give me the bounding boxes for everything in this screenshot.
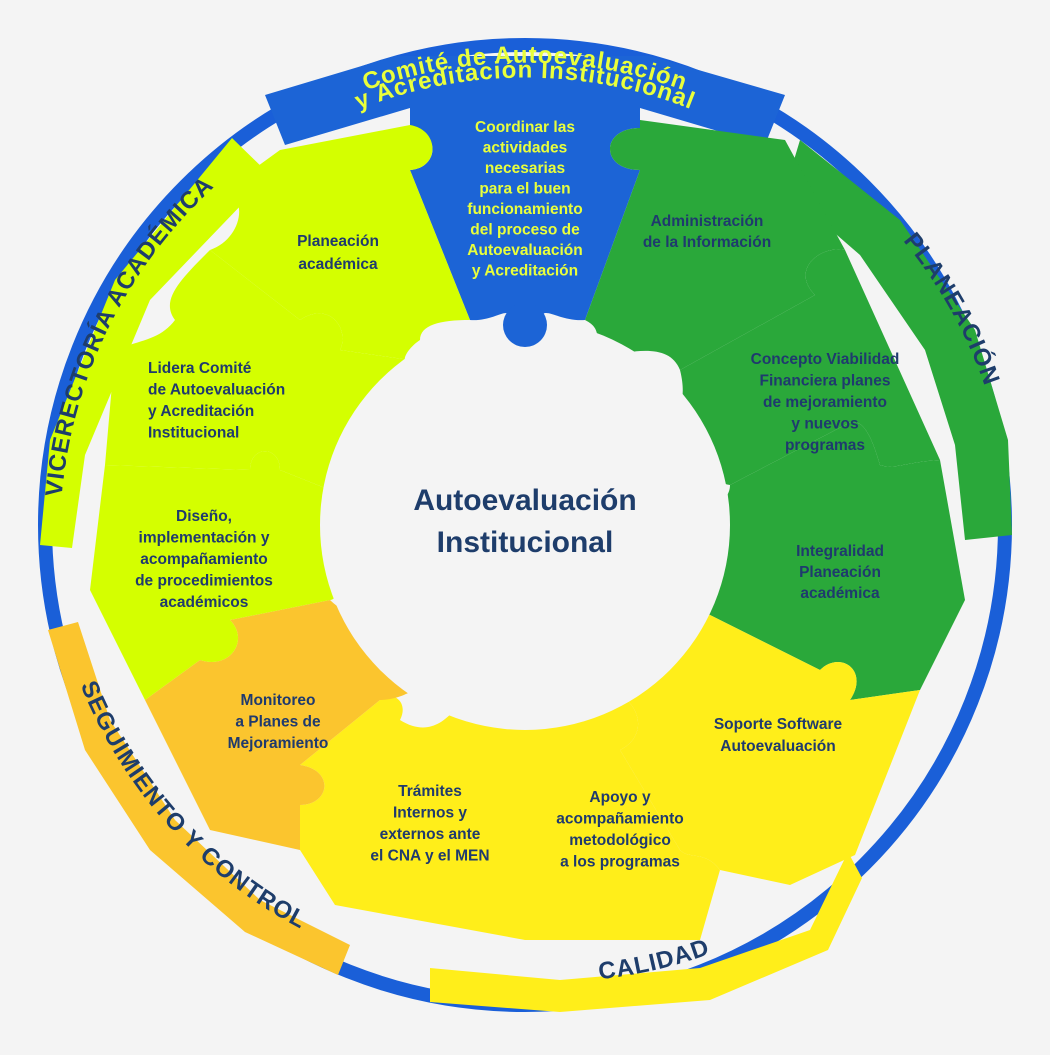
lidera-label-line: de Autoevaluación: [148, 382, 285, 399]
apoyo-label-line: acompañamiento: [556, 811, 683, 828]
diseno-label-line: académicos: [160, 594, 249, 611]
concepto-label-line: Concepto Viabilidad: [751, 351, 900, 368]
band-top: [265, 56, 785, 145]
tramites-label-line: Internos y: [393, 805, 467, 822]
coordinar-label-line: Autoevaluación: [467, 242, 582, 259]
coordinar-label-line: funcionamiento: [467, 201, 582, 218]
administracion-label-line: de la Información: [643, 234, 771, 251]
concepto-label-line: de mejoramiento: [763, 394, 887, 411]
center-circle: [320, 320, 730, 730]
piece-text-coordinar: Coordinar las actividades necesarias para e…: [467, 119, 582, 280]
concepto-label-line: Financiera planes: [760, 373, 891, 390]
integralidad-label-line: Planeación: [799, 564, 881, 581]
blue-knob: [503, 303, 547, 347]
piece-text-diseno: Diseño, implementación y acompañamiento de …: [135, 508, 273, 611]
piece-coordinar: [410, 108, 640, 372]
apoyo-label-line: metodológico: [569, 832, 671, 849]
planeacion-label-line: Planeación: [297, 233, 379, 250]
diseno-label-line: implementación y: [139, 530, 270, 547]
lidera-label-line: Institucional: [148, 425, 239, 442]
piece-administracion: [585, 120, 845, 370]
coordinar-label-line: y Acreditación: [472, 263, 578, 280]
piece-planeacion: [210, 125, 470, 361]
piece-diseno: [90, 451, 340, 700]
band-bottom-left: [48, 622, 350, 975]
coordinar-label-line: Coordinar las: [475, 119, 575, 136]
coordinar-label-line: para el buen: [479, 181, 570, 198]
tramites-label-line: Trámites: [398, 783, 462, 800]
integralidad-label-line: académica: [800, 585, 880, 602]
piece-tramites: [300, 671, 525, 940]
piece-concepto: [665, 249, 940, 485]
diseno-label-line: acompañamiento: [140, 551, 267, 568]
monitoreo-label-line: a Planes de: [235, 714, 321, 731]
soporte-label-line: Soporte Software: [714, 716, 843, 733]
concepto-label-line: y nuevos: [791, 416, 858, 433]
apoyo-label-line: Apoyo y: [589, 789, 651, 806]
piece-soporte: [610, 600, 920, 885]
band-bottom: [430, 852, 862, 1012]
soporte-label-line: Autoevaluación: [720, 738, 835, 755]
piece-text-planeacion: Planeación académica: [297, 233, 379, 273]
administracion-label-line: Administración: [651, 213, 764, 230]
piece-text-apoyo: Apoyo y acompañamiento metodológico a los p…: [556, 789, 683, 871]
lidera-label-line: y Acreditación: [148, 403, 254, 420]
lidera-label-line: Lidera Comité: [148, 360, 252, 377]
coordinar-label-line: del proceso de: [470, 222, 580, 239]
coordinar-label-line: actividades: [483, 140, 567, 157]
tramites-label-line: el CNA y el MEN: [370, 848, 489, 865]
coordinar-label-line: necesarias: [485, 160, 565, 177]
monitoreo-label-line: Monitoreo: [241, 692, 316, 709]
center-title-line2: Institucional: [437, 526, 614, 559]
piece-text-administracion: Administración de la Información: [643, 213, 771, 251]
planeacion-label-line: académica: [298, 256, 378, 273]
band-right: [785, 140, 1012, 540]
tramites-label-line: externos ante: [380, 826, 481, 843]
center-title-line1: Autoevaluación: [413, 484, 636, 517]
piece-text-lidera: Lidera Comité de Autoevaluación y Acredita…: [148, 360, 285, 442]
diseno-label-line: de procedimientos: [135, 573, 273, 590]
apoyo-label-line: a los programas: [560, 854, 680, 871]
piece-lidera: [105, 250, 413, 490]
piece-text-monitoreo: Monitoreo a Planes de Mejoramiento: [228, 692, 329, 752]
concepto-label-line: programas: [785, 437, 865, 454]
integralidad-label-line: Integralidad: [796, 543, 884, 560]
monitoreo-label-line: Mejoramiento: [228, 735, 329, 752]
diseno-label-line: Diseño,: [176, 508, 232, 525]
piece-apoyo: [525, 690, 720, 940]
piece-integralidad: [680, 421, 965, 700]
piece-monitoreo: [145, 600, 426, 850]
